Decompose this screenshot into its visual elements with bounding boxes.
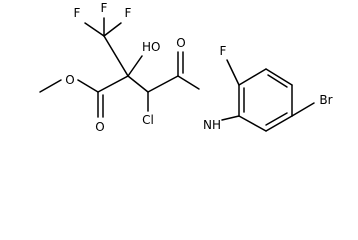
ring-inner-3: [265, 112, 288, 126]
ring-bond-2: [238, 68, 267, 86]
bond-o-methyl: [39, 79, 62, 93]
hydroxyl-label: HO: [142, 40, 160, 54]
amide-nh-label: NH: [203, 118, 221, 132]
aryl-fluorine-label: F: [220, 44, 227, 58]
bond-amide-nh: [177, 75, 200, 90]
ester-carbonyl-oxygen-label: O: [95, 120, 104, 134]
bond-cq-ester: [97, 75, 129, 93]
bonds: [39, 17, 315, 132]
ring-bond-3: [265, 68, 293, 86]
ring-bond-6: [238, 115, 267, 132]
bond-aryl-f: [226, 59, 240, 86]
bromine-label: Br: [319, 93, 332, 107]
bond-cf3-f1: [84, 22, 105, 37]
bond-cq-chcl: [127, 75, 149, 93]
fluorine-label-1: F: [74, 6, 81, 20]
bond-cf3-cq: [103, 35, 129, 77]
fluorine-label-3: F: [125, 6, 132, 20]
bond-cf3-f3: [103, 22, 122, 37]
fluorine-label-2: F: [101, 1, 108, 15]
bond-chcl-amide: [147, 75, 179, 93]
ester-oxygen-label: O: [65, 73, 74, 87]
ring-bond-5: [265, 115, 293, 132]
chemical-structure: F F F HO O O Cl O NH F Br: [39, 1, 333, 134]
amide-oxygen-label: O: [176, 36, 185, 50]
ring-inner-2: [267, 74, 288, 88]
atom-labels: F F F HO O O Cl O NH F Br: [65, 1, 332, 134]
structure-drawing: F F F HO O O Cl O NH F Br: [39, 1, 333, 134]
bond-aryl-br: [291, 102, 315, 117]
chlorine-label: Cl: [142, 113, 154, 127]
bond-nh-aryl: [221, 115, 240, 121]
bond-cq-oh: [127, 55, 143, 77]
bond-ester-o: [77, 79, 99, 93]
